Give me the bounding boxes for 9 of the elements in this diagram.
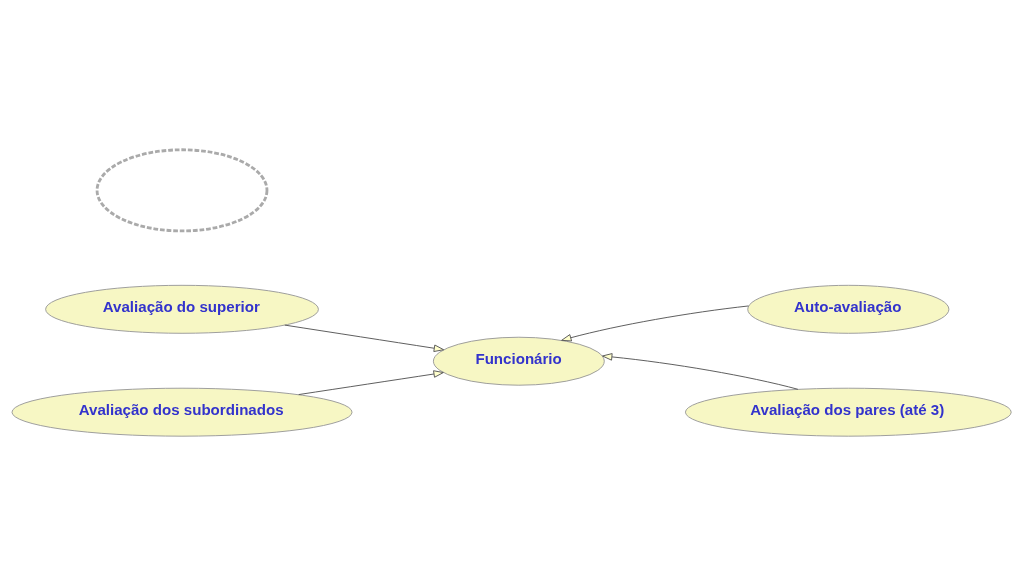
node-ellipse: Auto-avaliação [747, 284, 950, 334]
arrow [298, 369, 444, 395]
arrow [602, 352, 799, 390]
node-ellipse: Avaliação dos subordinados [11, 387, 353, 437]
node-ellipse: Avaliação dos pares (até 3) [684, 387, 1012, 437]
node-ellipse: Avaliação do superior [45, 284, 319, 334]
arrow [561, 305, 749, 341]
arrow [284, 324, 445, 352]
node-ellipse [95, 147, 269, 232]
